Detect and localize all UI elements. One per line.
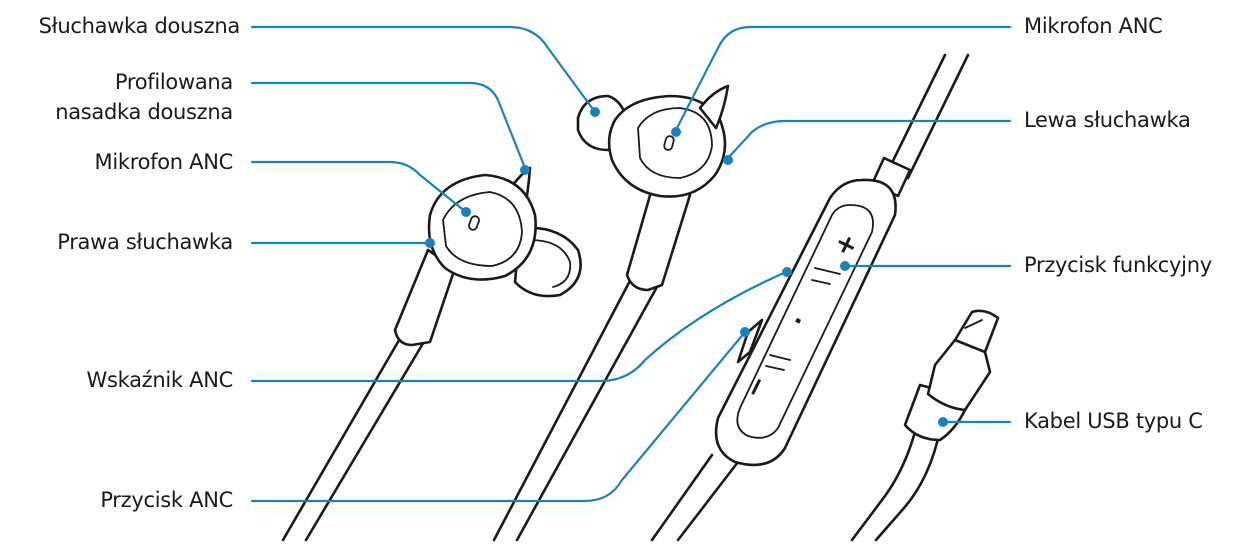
upper-cable-a — [884, 53, 947, 177]
leader-mic-right — [250, 160, 468, 214]
label-anc-button: Przycisk ANC — [100, 488, 233, 512]
remote-sep-2 — [769, 354, 791, 361]
dot-left-earphone — [723, 155, 733, 165]
label-anc-mic-right: Mikrofon ANC — [94, 150, 234, 174]
leader-anc-button — [250, 330, 747, 503]
left-wing — [698, 84, 730, 130]
right-earphone-drawing — [281, 166, 582, 542]
label-ear-tip-line2: nasadka douszna — [55, 100, 233, 124]
remote-sep-1b — [811, 279, 831, 285]
right-eartip-inner — [529, 239, 572, 288]
right-cable-a — [281, 333, 404, 542]
usb-cable-a — [850, 426, 918, 542]
left-cable-b — [515, 283, 660, 542]
dot-right-earphone — [425, 238, 435, 248]
label-earbud: Słuchawka douszna — [38, 14, 241, 38]
label-ear-tip-line1: Profilowana — [114, 70, 233, 94]
right-cable-b — [304, 338, 427, 542]
label-usb-cable: Kabel USB typu C — [1024, 409, 1203, 433]
label-anc-indicator: Wskaźnik ANC — [86, 368, 233, 392]
dot-function-button — [840, 261, 850, 271]
label-anc-mic-left: Mikrofon ANC — [1024, 14, 1163, 38]
remote-drawing — [650, 53, 970, 542]
leader-earbud — [250, 25, 597, 114]
remote-button-panel — [736, 204, 874, 439]
left-cable-a — [492, 273, 635, 542]
anc-side-button — [736, 318, 764, 364]
dot-anc-indicator — [782, 267, 792, 277]
leader-eartip — [250, 81, 527, 170]
right-mic-hole — [468, 215, 480, 231]
usb-cable-b — [874, 428, 942, 542]
remote-sep-1 — [814, 267, 841, 275]
label-function-button: Przycisk funkcyjny — [1024, 253, 1212, 277]
dot-mic-left — [671, 127, 681, 137]
usb-c-slot — [964, 319, 983, 329]
right-earbud-body — [427, 173, 537, 281]
left-stem — [625, 176, 692, 292]
dot-mic-right — [461, 207, 471, 217]
remote-body — [714, 178, 897, 467]
dot-earbud — [590, 107, 600, 117]
leader-anc-indicator — [250, 270, 788, 383]
label-right-earphone: Prawa słuchawka — [57, 230, 233, 254]
right-stem — [393, 248, 457, 347]
left-mic-hole — [663, 135, 675, 151]
usb-cable-drawing — [850, 309, 1000, 542]
usb-c-connector — [953, 309, 1000, 354]
left-earbud-face — [637, 107, 713, 179]
leader-mic-left — [674, 25, 1012, 132]
dot-eartip — [520, 165, 530, 175]
lower-cable-b — [676, 460, 740, 542]
label-left-earphone: Lewa słuchawka — [1024, 108, 1191, 132]
leader-left-earphone — [726, 119, 1012, 160]
dot-anc-button — [740, 327, 750, 337]
remote-sep-2b — [765, 365, 785, 371]
lower-cable-a — [650, 453, 714, 542]
dot-usb-cable — [938, 417, 948, 427]
left-earphone-drawing — [492, 84, 730, 542]
leader-lines — [250, 25, 1012, 503]
right-earbud-face — [442, 191, 523, 267]
upper-cable-b — [906, 53, 970, 180]
